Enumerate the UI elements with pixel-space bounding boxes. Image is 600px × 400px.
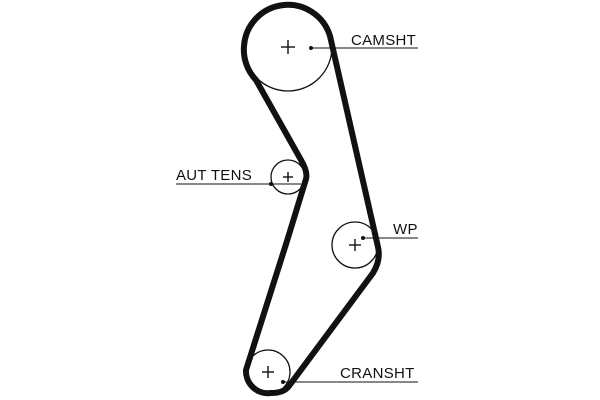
timing-belt [240, 1, 382, 397]
camshaft-label: CAMSHT [351, 32, 416, 49]
crankshaft-label: CRANSHT [340, 365, 415, 382]
leader-dots [269, 46, 365, 384]
auto-tensioner-label: AUT TENS [176, 167, 252, 184]
water-pump-label: WP [393, 221, 418, 238]
leader-lines [176, 47, 418, 383]
